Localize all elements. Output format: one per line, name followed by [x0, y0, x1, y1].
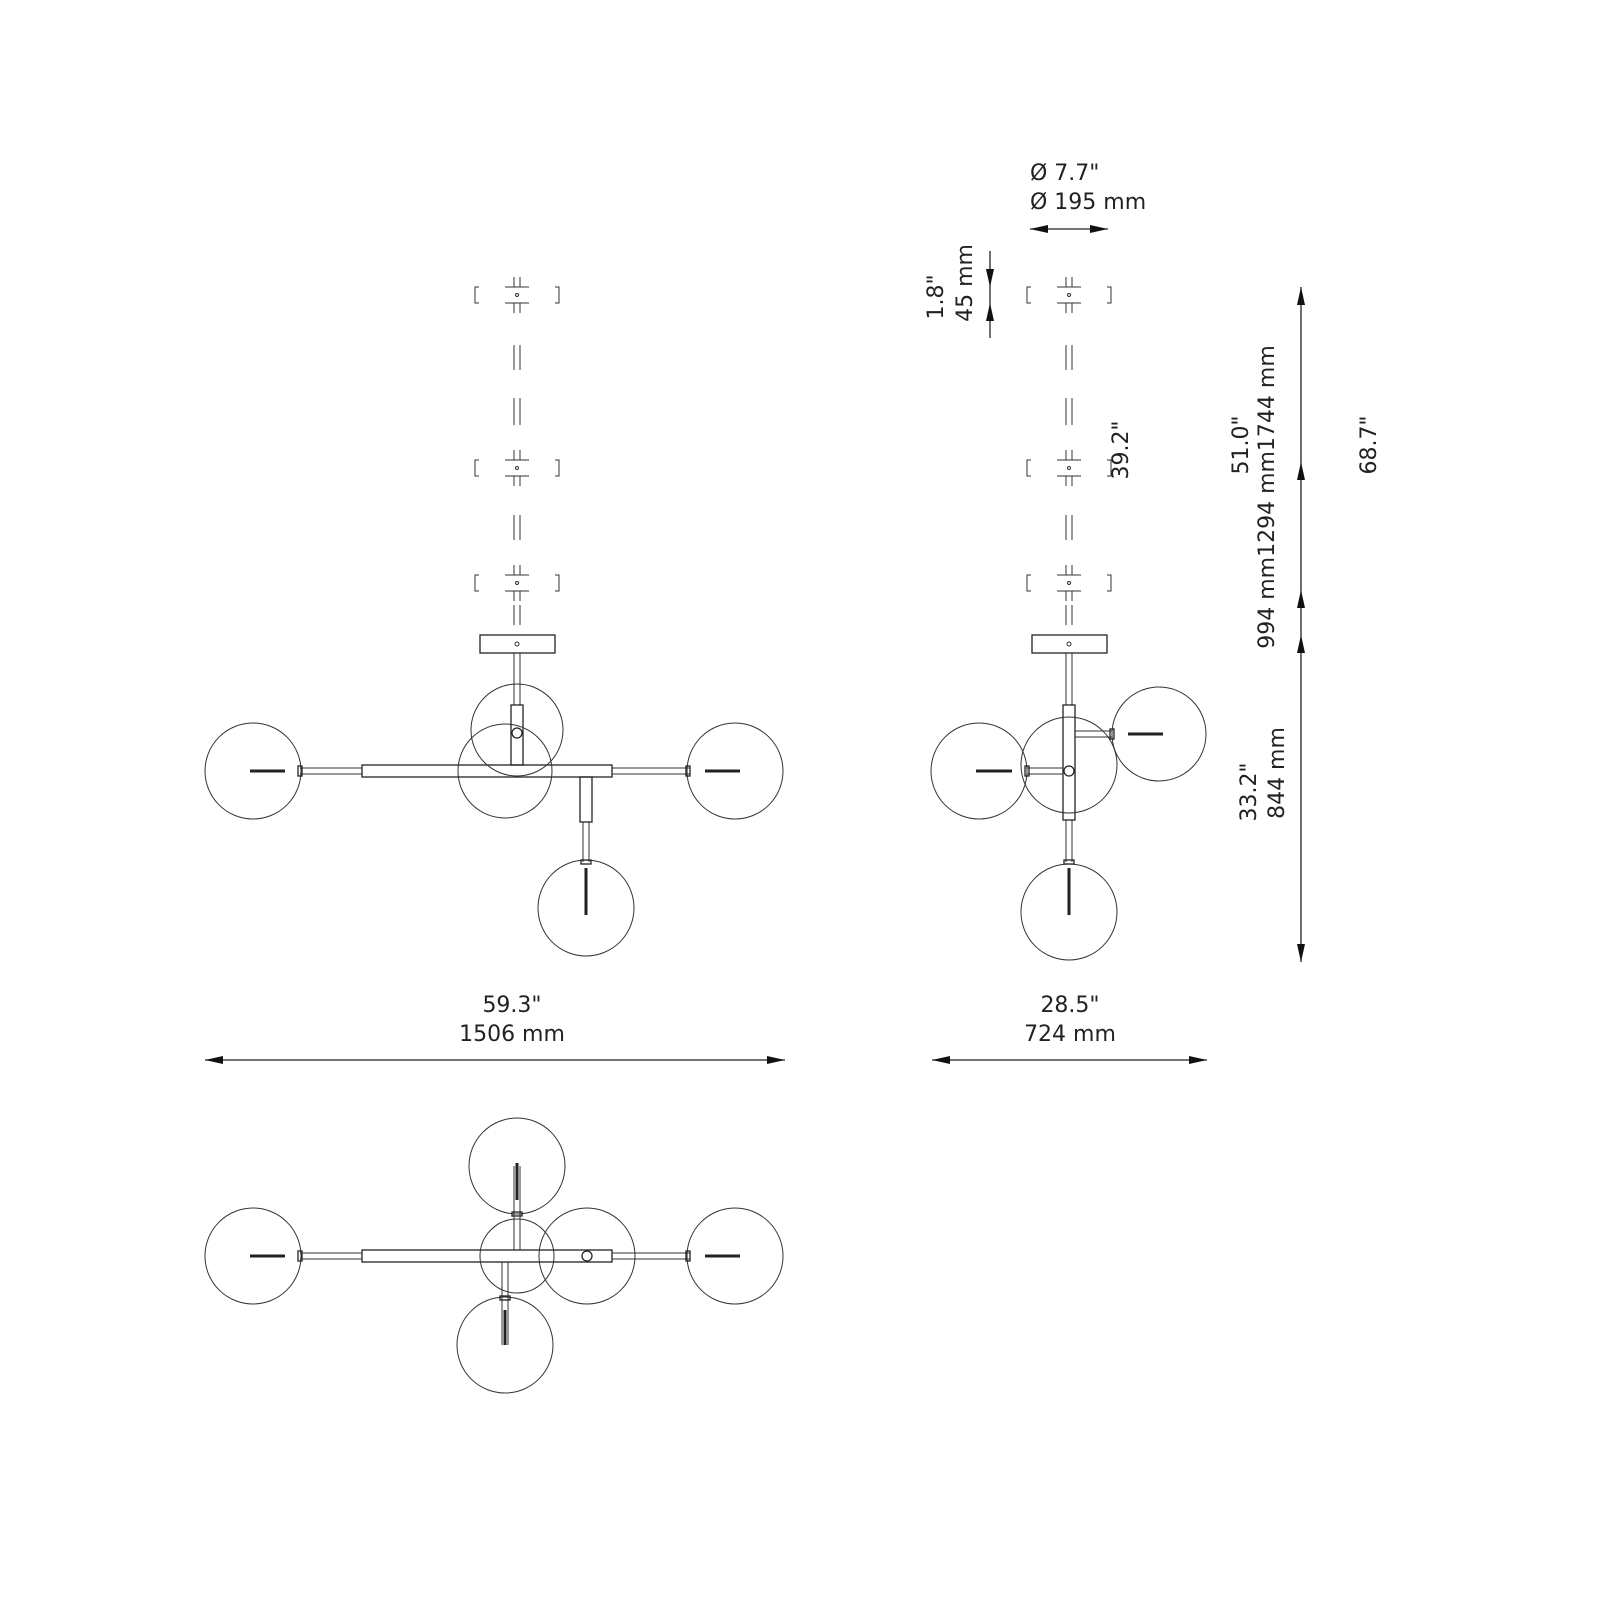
dimension-lines	[205, 225, 1305, 1064]
suspension-clip	[474, 574, 560, 592]
arm	[1075, 730, 1112, 738]
cable	[513, 450, 521, 486]
cable	[1065, 277, 1073, 313]
clip-dot	[515, 293, 519, 297]
side-width-mm: 724 mm	[1024, 1022, 1116, 1047]
arrowhead	[1297, 635, 1305, 653]
cable	[1065, 515, 1073, 540]
cable	[513, 605, 521, 625]
stem	[1065, 653, 1073, 705]
socket	[1063, 859, 1075, 865]
canopy	[479, 634, 556, 654]
arrowhead	[1030, 225, 1108, 233]
socket	[511, 1211, 523, 1217]
clip-dot	[1067, 581, 1071, 585]
front-width-in: 59.3"	[482, 993, 541, 1018]
canopy-height-mm: 45 mm	[953, 244, 978, 322]
glass-globe	[1020, 716, 1118, 814]
glass-globe	[538, 1207, 636, 1305]
arrowhead	[1297, 287, 1305, 305]
hub	[1063, 765, 1075, 777]
socket	[685, 765, 691, 777]
clip-dot	[515, 466, 519, 470]
side-width-in: 28.5"	[1040, 993, 1099, 1018]
drop-body	[579, 776, 593, 823]
socket	[1109, 728, 1115, 740]
cable	[513, 345, 521, 370]
main-bar	[361, 1249, 613, 1263]
arms	[501, 1166, 521, 1345]
height-mid-in: 51.0"	[1229, 415, 1254, 474]
cable	[1065, 345, 1073, 370]
clip-dot	[1067, 293, 1071, 297]
arm	[300, 1252, 362, 1260]
top-view	[204, 1117, 784, 1394]
socket	[685, 1250, 691, 1262]
cable	[1065, 565, 1073, 601]
cable	[513, 565, 521, 601]
stem	[513, 653, 521, 705]
drop-stem	[1065, 820, 1073, 862]
cable	[513, 515, 521, 540]
front-view	[204, 277, 784, 957]
cable	[1065, 605, 1073, 625]
glass-globe	[468, 1117, 566, 1215]
glass-globe	[204, 1207, 302, 1305]
front-width-mm: 1506 mm	[459, 1022, 565, 1047]
suspension-clip	[474, 286, 560, 304]
drop-stem	[582, 822, 590, 862]
stem-body	[1062, 704, 1076, 821]
glass-globe	[479, 1218, 555, 1294]
arrowhead	[986, 269, 994, 321]
height-max-mm: 1744 mm	[1255, 345, 1280, 451]
main-bar	[361, 764, 613, 778]
suspension-clip	[1026, 574, 1112, 592]
suspension-clip	[1026, 286, 1112, 304]
glass-globe	[1111, 686, 1207, 782]
arrowhead	[1297, 590, 1305, 608]
hub	[511, 727, 523, 739]
height-mid-mm: 1294 mm	[1255, 451, 1280, 557]
arm	[612, 1252, 690, 1260]
cable	[1065, 398, 1073, 425]
height-max-in: 68.7"	[1357, 415, 1382, 474]
cable	[513, 398, 521, 425]
socket	[499, 1295, 511, 1301]
glass-globe	[204, 722, 302, 820]
globe-diameter-mm: Ø 195 mm	[1030, 190, 1146, 215]
arm	[300, 767, 362, 775]
socket	[297, 1250, 303, 1262]
canopy-height-in: 1.8"	[924, 274, 949, 319]
glass-globe	[470, 683, 564, 777]
suspension-clip	[1026, 459, 1112, 477]
body-height-mm: 844 mm	[1265, 727, 1290, 819]
height-min-mm: 994 mm	[1255, 557, 1280, 649]
arrowhead	[1297, 462, 1305, 480]
side-view	[930, 277, 1207, 961]
socket	[297, 765, 303, 777]
height-mm-values: 994 mm1294 mm1744 mm	[1255, 345, 1280, 649]
glass-globe	[457, 723, 553, 819]
canopy-screw	[514, 641, 520, 647]
clip-dot	[1067, 466, 1071, 470]
canopy	[1031, 634, 1108, 654]
body-height-in: 33.2"	[1237, 762, 1262, 821]
drop-in: 39.2"	[1109, 420, 1134, 479]
canopy-screw	[1066, 641, 1072, 647]
suspension-clip	[474, 459, 560, 477]
cable	[513, 277, 521, 313]
clip-dot	[515, 581, 519, 585]
socket	[580, 859, 592, 865]
hub	[581, 1250, 593, 1262]
glass-globe	[930, 722, 1028, 820]
cable	[1065, 450, 1073, 486]
globe-diameter-in: Ø 7.7"	[1030, 161, 1099, 186]
arm	[1027, 767, 1063, 775]
glass-globe	[686, 722, 784, 820]
glass-globe	[686, 1207, 784, 1305]
glass-globe	[456, 1296, 554, 1394]
arm	[612, 767, 690, 775]
socket	[1024, 765, 1030, 777]
arrowhead	[1297, 944, 1305, 962]
